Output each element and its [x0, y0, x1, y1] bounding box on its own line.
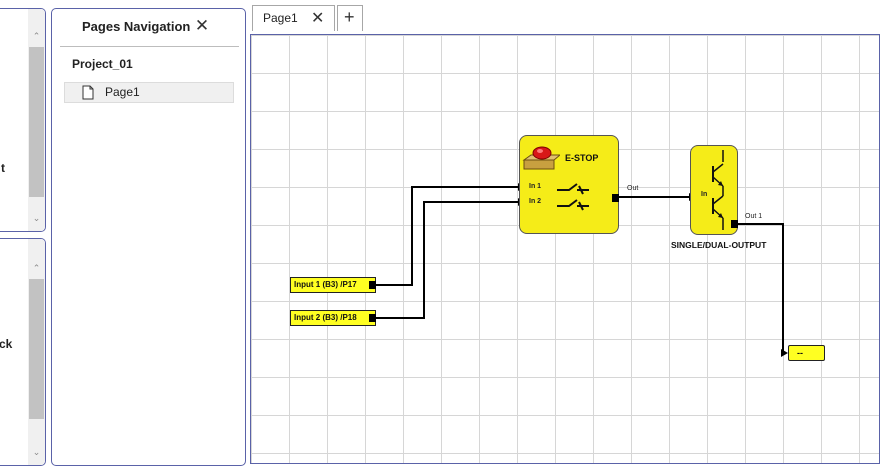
- input-block-label: Input 1 (B3) /P17: [294, 280, 357, 289]
- output-pin[interactable]: [369, 281, 376, 289]
- document-icon: [82, 85, 94, 100]
- scroll-down-icon[interactable]: ⌄: [32, 213, 41, 223]
- close-icon[interactable]: ✕: [194, 16, 210, 35]
- pages-navigation-panel: Pages Navigation ✕ Project_01 Page1: [51, 8, 246, 466]
- transistor-icon: [712, 150, 724, 230]
- emergency-stop-icon: [522, 146, 560, 170]
- scroll-down-icon[interactable]: ⌄: [32, 447, 41, 457]
- scroll-up-icon[interactable]: ⌃: [32, 263, 41, 273]
- project-name[interactable]: Project_01: [72, 57, 133, 71]
- output-terminal[interactable]: --: [788, 345, 825, 361]
- output-pin[interactable]: [369, 314, 376, 322]
- output-block-pin[interactable]: [731, 220, 738, 228]
- pages-navigation-title: Pages Navigation: [82, 19, 191, 34]
- estop-output-pin[interactable]: [612, 194, 619, 202]
- output-in-label: In: [701, 191, 708, 198]
- contact-switch-icon: [557, 183, 589, 211]
- left-panel-bottom-text: ck: [0, 337, 13, 351]
- plus-icon: +: [344, 7, 355, 27]
- left-panel-top: t ⌃ ⌄: [0, 8, 46, 232]
- divider: [60, 46, 239, 47]
- input-block-2[interactable]: Input 2 (B3) /P18: [290, 310, 376, 326]
- estop-in2-label: In 2: [529, 198, 542, 205]
- output-block-title: SINGLE/DUAL-OUTPUT: [671, 240, 767, 250]
- estop-in1-label: In 1: [529, 183, 542, 190]
- estop-out-label: Out: [627, 185, 639, 192]
- scrollbar-thumb[interactable]: [29, 47, 44, 197]
- scrollbar-thumb[interactable]: [29, 279, 44, 419]
- output-block[interactable]: In: [690, 145, 738, 235]
- page-list-item[interactable]: Page1: [64, 82, 234, 103]
- add-tab-button[interactable]: +: [337, 5, 363, 31]
- tab-page1[interactable]: Page1 ✕: [252, 5, 335, 31]
- close-icon[interactable]: ✕: [311, 10, 325, 27]
- wire-layer: [374, 183, 788, 357]
- wire-input2: [374, 201, 518, 319]
- estop-title: E-STOP: [565, 153, 599, 163]
- estop-block[interactable]: E-STOP In 1 In 2: [519, 135, 619, 234]
- input-block-label: Input 2 (B3) /P18: [294, 313, 357, 322]
- scroll-up-icon[interactable]: ⌃: [32, 31, 41, 41]
- diagram-canvas[interactable]: Input 1 (B3) /P17 Input 2 (B3) /P18 E-ST…: [250, 34, 880, 464]
- page-list-item-label: Page1: [105, 85, 140, 99]
- left-panel-top-text: t: [1, 161, 5, 175]
- output-terminal-label: --: [797, 348, 803, 358]
- arrow-head: [781, 349, 788, 357]
- wire-input1: [374, 186, 518, 286]
- tab-label: Page1: [263, 11, 298, 25]
- left-panel-top-scrollbar[interactable]: ⌃ ⌄: [28, 9, 45, 231]
- left-panel-bottom: ck ⌃ ⌄: [0, 238, 46, 466]
- output-out-label: Out 1: [745, 213, 763, 220]
- left-panel-bottom-scrollbar[interactable]: ⌃ ⌄: [28, 239, 45, 465]
- input-block-1[interactable]: Input 1 (B3) /P17: [290, 277, 376, 293]
